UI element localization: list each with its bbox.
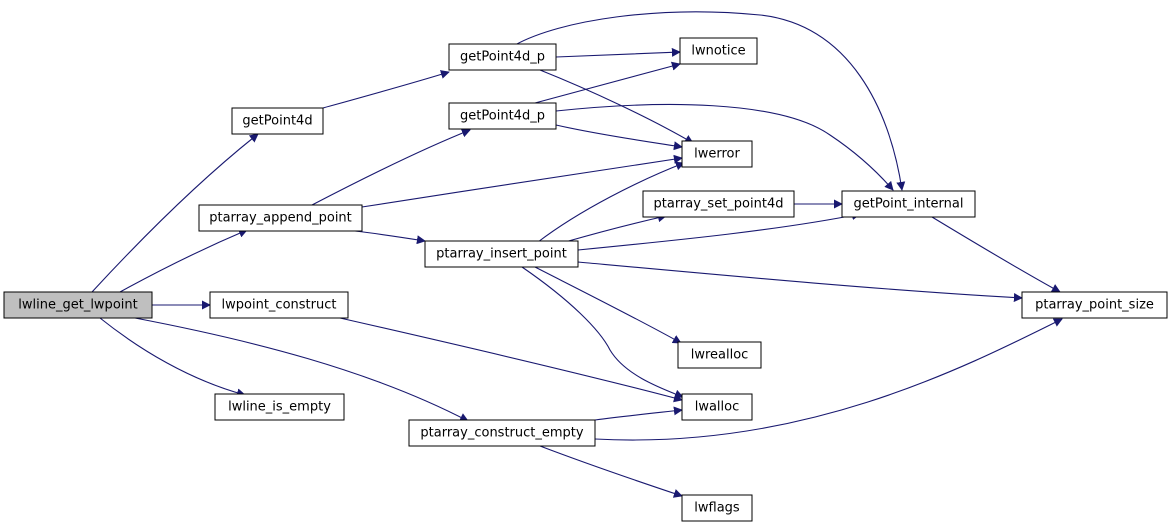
node-label: ptarray_construct_empty xyxy=(420,426,583,441)
node-lwpoint_construct[interactable]: lwpoint_construct xyxy=(209,291,349,319)
edge-lwline_get_lwpoint-getPoint4d xyxy=(91,133,259,293)
edge-getPoint4d_p_2-lwerror xyxy=(555,124,683,151)
node-ptarray_insert_point[interactable]: ptarray_insert_point xyxy=(424,240,579,268)
node-lwline_get_lwpoint[interactable]: lwline_get_lwpoint xyxy=(3,291,153,319)
node-label: lwline_get_lwpoint xyxy=(18,298,137,313)
edge-getPoint4d_p_2-lwnotice xyxy=(534,61,681,104)
edge-ptarray_construct_empty-lwalloc xyxy=(594,406,683,421)
edge-lwline_get_lwpoint-lwline_is_empty xyxy=(99,317,246,398)
node-label: lwflags xyxy=(694,501,740,516)
node-label: ptarray_set_point4d xyxy=(654,197,784,212)
node-label: lwpoint_construct xyxy=(222,298,337,313)
edge-ptarray_insert_point-lwalloc xyxy=(521,266,684,399)
node-label: getPoint4d_p xyxy=(460,50,545,65)
node-label: getPoint4d xyxy=(242,114,312,129)
node-label: ptarray_point_size xyxy=(1035,298,1154,313)
edge-getPoint4d_p_1-lwnotice xyxy=(555,47,681,58)
node-lwalloc[interactable]: lwalloc xyxy=(681,393,753,421)
node-label: ptarray_insert_point xyxy=(436,247,567,262)
node-getPoint_internal[interactable]: getPoint_internal xyxy=(841,190,976,218)
node-label: lwline_is_empty xyxy=(228,400,331,415)
node-lwline_is_empty[interactable]: lwline_is_empty xyxy=(214,393,345,421)
node-ptarray_set_point4d[interactable]: ptarray_set_point4d xyxy=(642,190,795,218)
edges-layer xyxy=(91,11,1063,498)
edge-ptarray_construct_empty-lwflags xyxy=(539,445,683,498)
edge-ptarray_insert_point-lwrealloc xyxy=(534,266,682,344)
edge-ptarray_insert_point-lwerror xyxy=(537,161,685,243)
edge-ptarray_insert_point-getPoint_internal xyxy=(577,211,861,251)
node-ptarray_point_size[interactable]: ptarray_point_size xyxy=(1021,291,1168,319)
edge-lwline_get_lwpoint-ptarray_append_point xyxy=(119,229,248,293)
node-lwnotice[interactable]: lwnotice xyxy=(679,37,758,65)
edge-getPoint4d_p_2-getPoint_internal xyxy=(555,103,894,191)
edge-ptarray_construct_empty-ptarray_point_size xyxy=(594,318,1063,441)
node-label: lwrealloc xyxy=(691,348,749,363)
edge-lwline_get_lwpoint-ptarray_construct_empty xyxy=(134,317,469,422)
edge-ptarray_append_point-ptarray_insert_point xyxy=(354,230,426,245)
edge-getPoint4d_p_1-getPoint_internal xyxy=(514,11,906,191)
edge-ptarray_insert_point-ptarray_point_size xyxy=(577,261,1023,303)
node-getPoint4d_p-2[interactable]: getPoint4d_p xyxy=(448,102,557,130)
node-ptarray_construct_empty[interactable]: ptarray_construct_empty xyxy=(408,419,596,447)
edge-getPoint4d_p_1-lwerror xyxy=(539,69,694,144)
edge-ptarray_append_point-lwerror xyxy=(361,154,683,208)
node-lwerror[interactable]: lwerror xyxy=(681,140,753,168)
node-lwrealloc[interactable]: lwrealloc xyxy=(677,341,762,369)
node-ptarray_append_point[interactable]: ptarray_append_point xyxy=(198,204,363,232)
edge-lwpoint_construct-lwalloc xyxy=(339,317,683,403)
edge-getPoint4d-getPoint4d_p_1 xyxy=(322,70,450,109)
node-label: lwnotice xyxy=(691,44,745,59)
edge-ptarray_append_point-getPoint4d_p_2 xyxy=(311,128,471,206)
nodes-layer: lwline_get_lwpoint getPoint4d ptarray_ap… xyxy=(3,37,1168,522)
node-getPoint4d[interactable]: getPoint4d xyxy=(231,107,324,135)
node-lwflags[interactable]: lwflags xyxy=(681,494,753,522)
node-getPoint4d_p-1[interactable]: getPoint4d_p xyxy=(448,43,557,71)
node-label: lwerror xyxy=(694,147,740,162)
edge-ptarray_insert_point-ptarray_set_point4d xyxy=(564,213,667,243)
edge-getPoint_internal-ptarray_point_size xyxy=(931,216,1061,293)
node-label: lwalloc xyxy=(695,400,740,415)
node-label: getPoint4d_p xyxy=(460,109,545,124)
node-label: getPoint_internal xyxy=(853,197,963,212)
node-label: ptarray_append_point xyxy=(209,211,352,226)
